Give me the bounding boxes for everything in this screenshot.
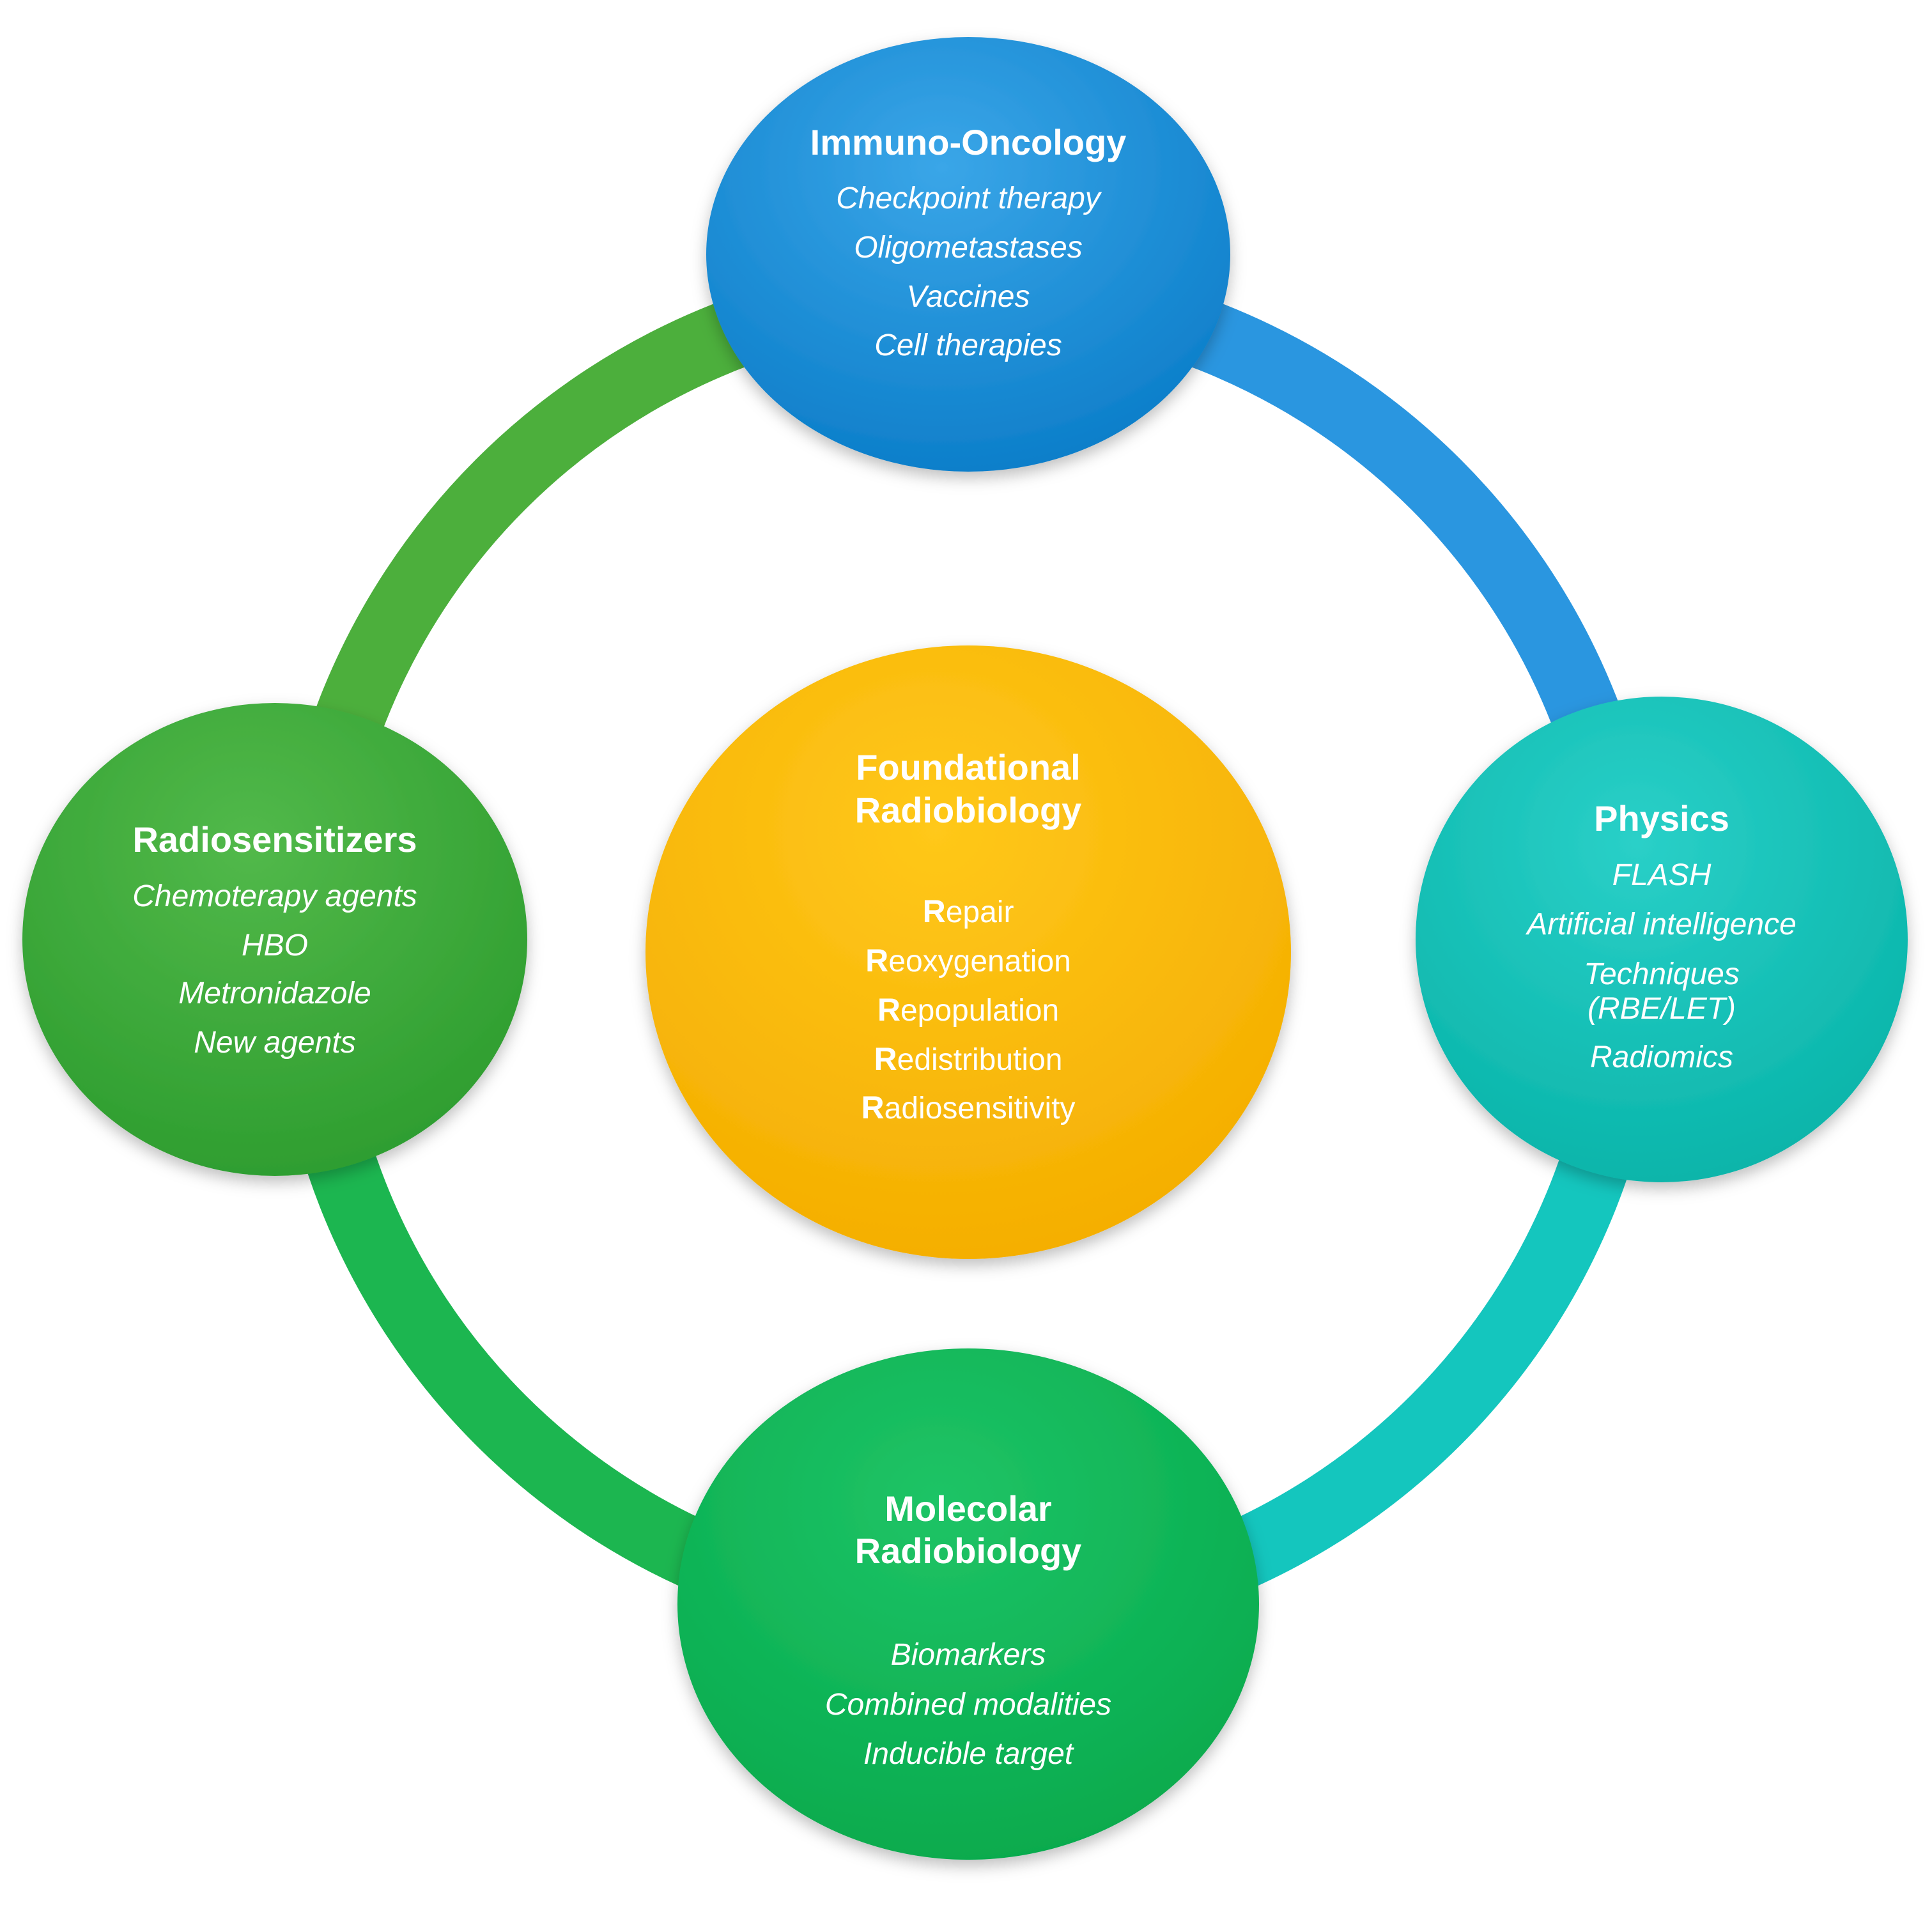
node-molecular-radiobiology-item: Combined modalities (825, 1688, 1111, 1722)
node-molecular-radiobiology: Molecolar Radiobiology Biomarkers Combin… (677, 1348, 1259, 1860)
node-molecular-radiobiology-title: Molecolar (885, 1488, 1051, 1529)
node-immuno-oncology-item: Checkpoint therapy (836, 181, 1102, 215)
node-physics-item: (RBE/LET) (1588, 992, 1736, 1026)
node-physics-item: Techniques (1584, 957, 1740, 991)
node-foundational-radiobiology-item: Repair (923, 893, 1014, 929)
node-foundational-radiobiology-item: Reoxygenation (865, 943, 1071, 978)
node-immuno-oncology-circle (706, 37, 1230, 472)
node-immuno-oncology-item: Cell therapies (874, 328, 1062, 362)
node-foundational-radiobiology-item: Repopulation (877, 992, 1059, 1028)
r-initial: R (877, 992, 900, 1028)
node-radiosensitizers-item: Chemoterapy agents (132, 879, 417, 913)
r-rest: epopulation (900, 994, 1059, 1028)
r-initial: R (874, 1041, 897, 1077)
r-initial: R (923, 893, 946, 929)
node-physics-item: FLASH (1612, 858, 1712, 892)
node-molecular-radiobiology-title: Radiobiology (855, 1531, 1082, 1571)
node-immuno-oncology-item: Oligometastases (854, 231, 1083, 265)
node-immuno-oncology-item: Vaccines (907, 280, 1030, 314)
node-radiosensitizers-circle (22, 703, 527, 1176)
node-foundational-radiobiology-title: Radiobiology (855, 790, 1082, 830)
node-molecular-radiobiology-circle (677, 1348, 1259, 1860)
node-foundational-radiobiology-item: Radiosensitivity (862, 1090, 1076, 1125)
node-radiosensitizers-title: Radiosensitizers (132, 819, 417, 860)
node-physics: Physics FLASH Artificial intelligence Te… (1416, 697, 1908, 1182)
node-foundational-radiobiology-title: Foundational (856, 747, 1081, 787)
r-rest: adiosensitivity (885, 1092, 1076, 1125)
node-radiosensitizers: Radiosensitizers Chemoterapy agents HBO … (22, 703, 527, 1176)
node-foundational-radiobiology-circle (645, 645, 1291, 1259)
node-molecular-radiobiology-item: Biomarkers (891, 1638, 1046, 1672)
node-molecular-radiobiology-item: Inducible target (863, 1737, 1074, 1771)
node-foundational-radiobiology-item: Redistribution (874, 1041, 1063, 1077)
node-physics-item: Artificial intelligence (1525, 907, 1797, 941)
node-radiosensitizers-item: New agents (194, 1026, 355, 1060)
r-rest: eoxygenation (888, 945, 1071, 978)
node-physics-circle (1416, 697, 1908, 1182)
node-radiosensitizers-item: Metronidazole (178, 977, 371, 1010)
node-physics-item: Radiomics (1590, 1040, 1733, 1074)
node-physics-title: Physics (1594, 798, 1729, 838)
node-immuno-oncology: Immuno-Oncology Checkpoint therapy Oligo… (706, 37, 1230, 472)
r-rest: edistribution (897, 1043, 1063, 1077)
node-radiosensitizers-item: HBO (242, 929, 308, 962)
node-foundational-radiobiology: Foundational Radiobiology Repair Reoxyge… (645, 645, 1291, 1259)
r-rest: epair (946, 895, 1014, 929)
r-initial: R (865, 943, 888, 978)
r-initial: R (862, 1090, 885, 1125)
node-immuno-oncology-title: Immuno-Oncology (810, 122, 1127, 162)
